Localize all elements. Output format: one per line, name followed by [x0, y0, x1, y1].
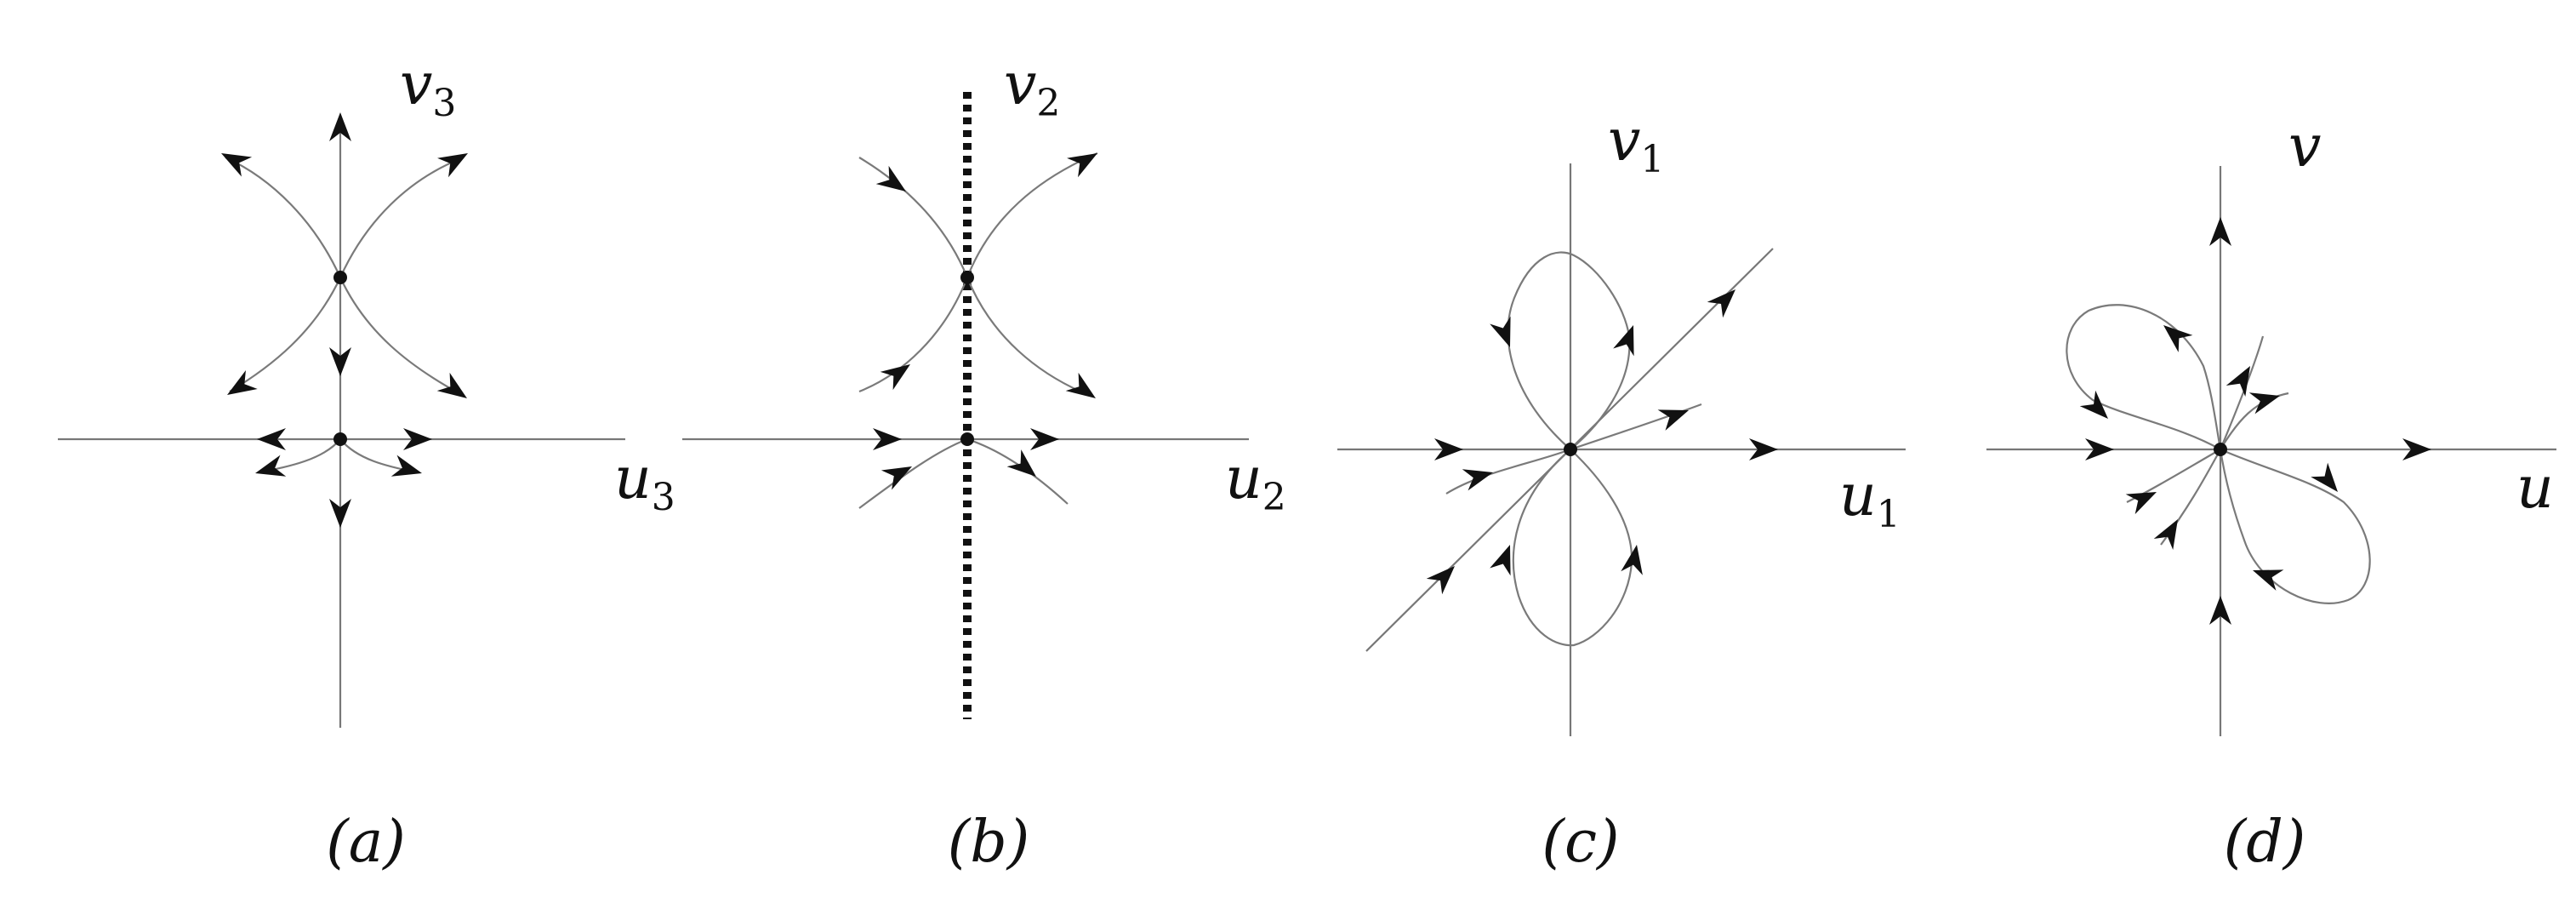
panel-d-arrow: [2153, 513, 2188, 550]
panel-a-arrow: [390, 455, 425, 484]
panel-c-arrow: [1490, 540, 1521, 576]
panel-b-trajectory-lower-left: [858, 277, 969, 393]
panel-b-equilibrium-point: [960, 432, 974, 446]
panel-d-horizontal-axis-label: u: [2516, 455, 2554, 522]
panel-c-arrow: [1657, 399, 1693, 431]
panel-c-upper-loop: [1507, 251, 1631, 450]
panel-c-arrow: [1490, 316, 1521, 352]
panel-b-vertical-axis-label: v2: [1004, 51, 1060, 125]
panel-b-arrow: [881, 456, 918, 490]
panel-b-trajectory-upper-left: [858, 157, 969, 278]
panel-b-trajectory-upper-right: [966, 152, 1098, 278]
panel-a: v3 u3 (a): [58, 51, 675, 876]
panel-b: v2 u2 (b): [682, 51, 1286, 876]
panel-c-equilibrium-point: [1564, 443, 1577, 456]
panel-b-arrow: [1065, 372, 1103, 408]
panel-a-caption: (a): [326, 809, 406, 876]
panel-a-arrow: [221, 369, 258, 405]
panel-a-trajectory-lower-right: [339, 277, 464, 397]
panel-a-trajectory-upper-right: [339, 156, 464, 278]
panel-a-horizontal-axis-label: u3: [614, 445, 675, 519]
panel-a-vertical-axis-label: v3: [400, 51, 456, 125]
panel-d-trajectory: [2219, 335, 2265, 450]
panel-b-arrow: [1067, 143, 1103, 178]
panel-b-equilibrium-point: [960, 271, 974, 284]
panel-d-lower-right-loop: [2219, 448, 2371, 604]
panel-c-horizontal-axis-label: u1: [1839, 462, 1901, 536]
panel-a-arrow: [215, 143, 253, 177]
panel-a-equilibrium-point: [333, 432, 347, 446]
panel-d-equilibrium-point: [2214, 443, 2227, 456]
panel-c-arrow: [1462, 461, 1496, 491]
panel-c-arrow: [1621, 542, 1648, 575]
panel-c-caption: (c): [1542, 809, 1619, 876]
panel-a-arrow: [252, 455, 287, 484]
panel-a-trajectory-upper-left: [225, 156, 342, 278]
panel-d-arrow: [2248, 385, 2283, 415]
panel-c-vertical-axis-label: v1: [1608, 107, 1664, 181]
panel-a-trajectory-lower-left: [229, 277, 341, 392]
panel-d-upper-left-loop: [2066, 304, 2222, 450]
panel-b-arrow: [880, 355, 917, 391]
panel-c: v1 u1 (c): [1337, 107, 1906, 876]
panel-c-trajectory-right: [1570, 403, 1702, 451]
panel-a-arrow: [436, 372, 474, 408]
panel-b-trajectory-lower-right: [966, 277, 1091, 397]
panel-c-arrow: [1707, 281, 1744, 318]
panel-c-lower-loop: [1512, 449, 1633, 647]
panel-a-equilibrium-point: [333, 271, 347, 284]
panel-d-trajectory: [2220, 392, 2289, 450]
panel-b-caption: (b): [948, 809, 1030, 876]
panel-d-caption: (d): [2224, 809, 2306, 876]
panel-c-arrow: [1426, 558, 1463, 595]
panel-c-trajectory-left: [1445, 448, 1571, 495]
panel-b-horizontal-axis-label: u2: [1225, 445, 1286, 519]
panel-a-arrow: [437, 143, 474, 178]
panel-d: v u (d): [1986, 113, 2556, 876]
panel-d-vertical-axis-label: v: [2288, 113, 2321, 180]
panel-d-arrow: [2156, 317, 2193, 352]
